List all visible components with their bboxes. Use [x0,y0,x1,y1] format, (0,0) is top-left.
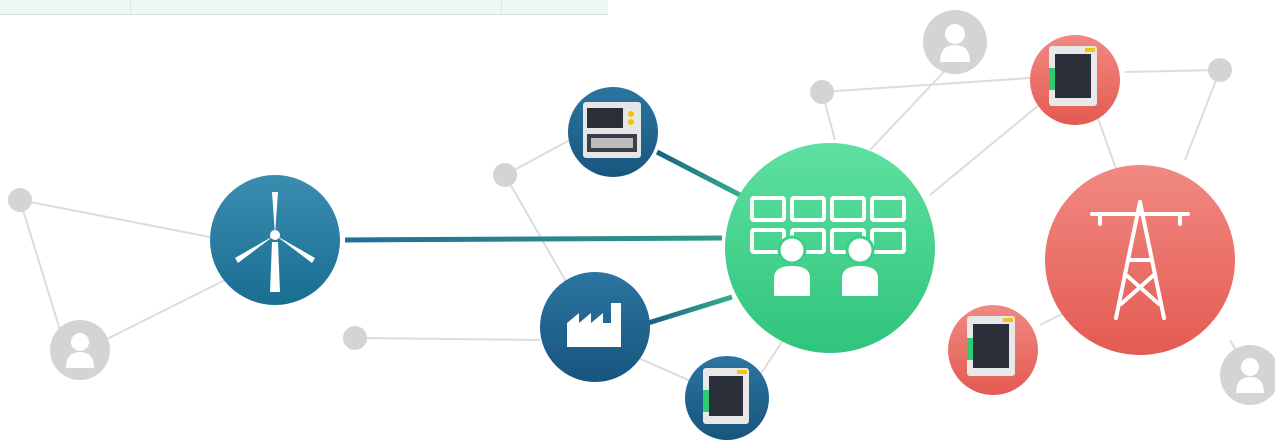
top-strip-cell [131,0,502,14]
wind-turbine-node [210,175,340,305]
link [19,199,61,331]
factory-node [540,272,650,382]
link-device-to-control [655,149,742,198]
link [19,199,216,239]
link [504,174,569,286]
network-dot [343,326,367,350]
wind-turbine-icon [235,192,315,292]
user-icon [923,10,987,74]
control-room-node [725,143,935,353]
network-dot [8,188,32,212]
factory-icon [567,303,621,347]
top-strip-cell [0,0,131,14]
network-dot [493,163,517,187]
meter-device-icon [1049,46,1097,106]
link [1124,69,1221,73]
meter-device-node [685,356,769,440]
link [929,99,1046,196]
link-factory-to-control [647,294,733,326]
controller-device-node [568,87,658,177]
meter-device-icon [967,316,1015,376]
meter-device-node [1030,35,1120,125]
top-strip [0,0,608,15]
meter-device-node [948,305,1038,395]
network-dot [1208,58,1232,82]
gray-dots [8,58,1232,350]
controller-device-icon [583,102,641,158]
link [869,59,956,151]
meter-device-icon [703,368,749,424]
link [504,139,571,176]
transmission-tower-icon [1090,200,1190,320]
link-wind-to-control [344,235,723,243]
power-tower-node [1045,165,1235,355]
link [354,337,541,341]
background-links [19,59,1251,386]
link [94,279,226,346]
link [821,77,1031,93]
network-dot [810,80,834,104]
operators-icon [774,235,878,296]
user-icon [50,320,110,380]
user-icon [1220,345,1275,405]
link [1184,69,1221,161]
